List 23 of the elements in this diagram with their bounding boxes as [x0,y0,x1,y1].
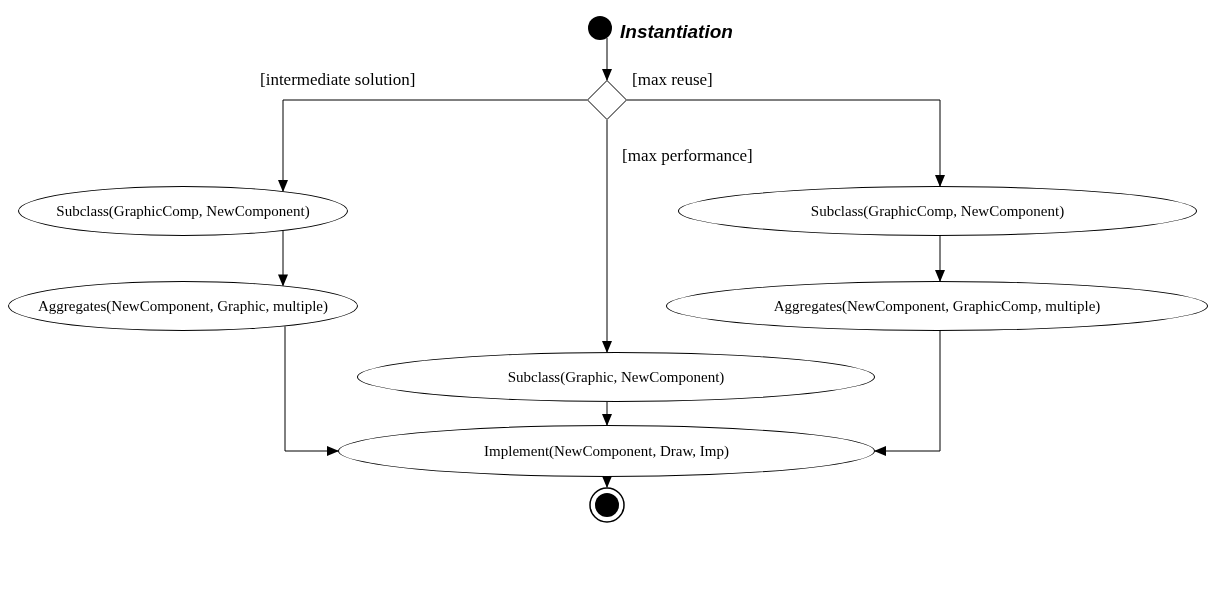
arrow [874,330,941,456]
arrow [284,325,339,456]
activity-node: Subclass(GraphicComp, NewComponent) [18,186,348,236]
arrow [278,230,288,287]
final-node [589,487,625,523]
arrow [626,99,945,187]
arrow [602,37,612,81]
activity-node: Aggregates(NewComponent, GraphicComp, multiple) [666,281,1208,331]
diagram-title: Instantiation [620,21,733,43]
activity-node: Subclass(Graphic, NewComponent) [357,352,875,402]
edge-label: [intermediate solution] [258,70,418,90]
decision-diamond [587,80,627,120]
arrow [278,99,588,193]
arrow [602,401,612,426]
activity-node: Subclass(GraphicComp, NewComponent) [678,186,1197,236]
edge-label: [max performance] [620,146,755,166]
activity-node: Aggregates(NewComponent, Graphic, multiple) [8,281,358,331]
arrow [935,235,945,282]
arrow [602,119,612,353]
arrow [602,476,612,488]
initial-node [588,16,612,40]
activity-node: Implement(NewComponent, Draw, Imp) [338,425,875,477]
edge-label: [max reuse] [630,70,715,90]
